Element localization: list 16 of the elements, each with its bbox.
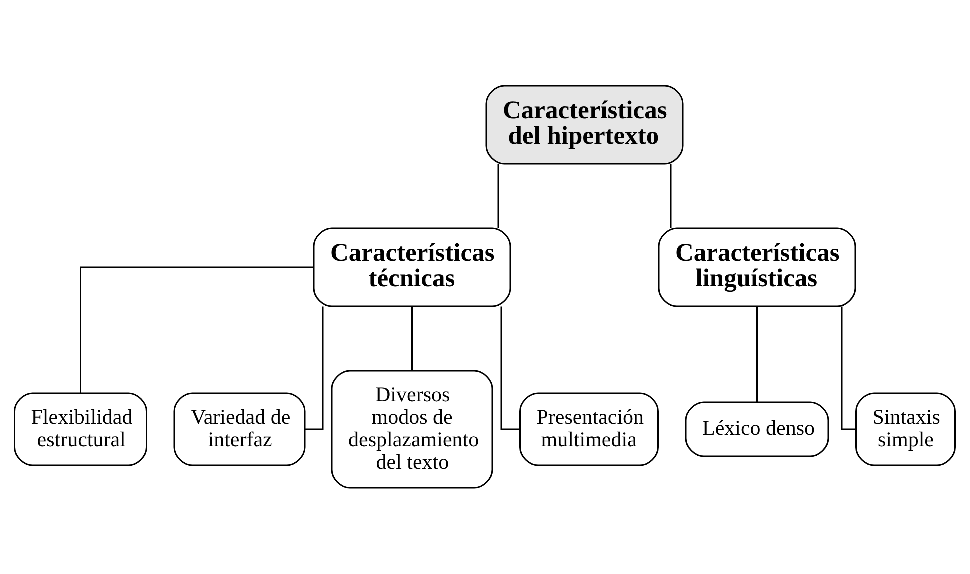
node-box: Presentación multimedia <box>520 392 659 466</box>
node-box: Léxico denso <box>685 402 830 458</box>
node-box: Características linguísticas <box>658 228 856 308</box>
node-box: Diversos modos de desplazamiento del texto <box>331 370 494 489</box>
node-box: Sintaxis simple <box>856 392 956 466</box>
connector <box>305 306 324 430</box>
connector <box>756 306 758 402</box>
connector <box>500 306 520 430</box>
node-box: Variedad de interfaz <box>174 392 306 466</box>
connector <box>412 306 413 370</box>
connector <box>670 164 672 228</box>
connector <box>498 164 500 228</box>
node-box: Flexibilidad estructural <box>14 392 148 466</box>
node-box: Características técnicas <box>313 228 512 308</box>
connector <box>80 266 314 394</box>
node-box: Características del hipertexto <box>486 85 684 165</box>
